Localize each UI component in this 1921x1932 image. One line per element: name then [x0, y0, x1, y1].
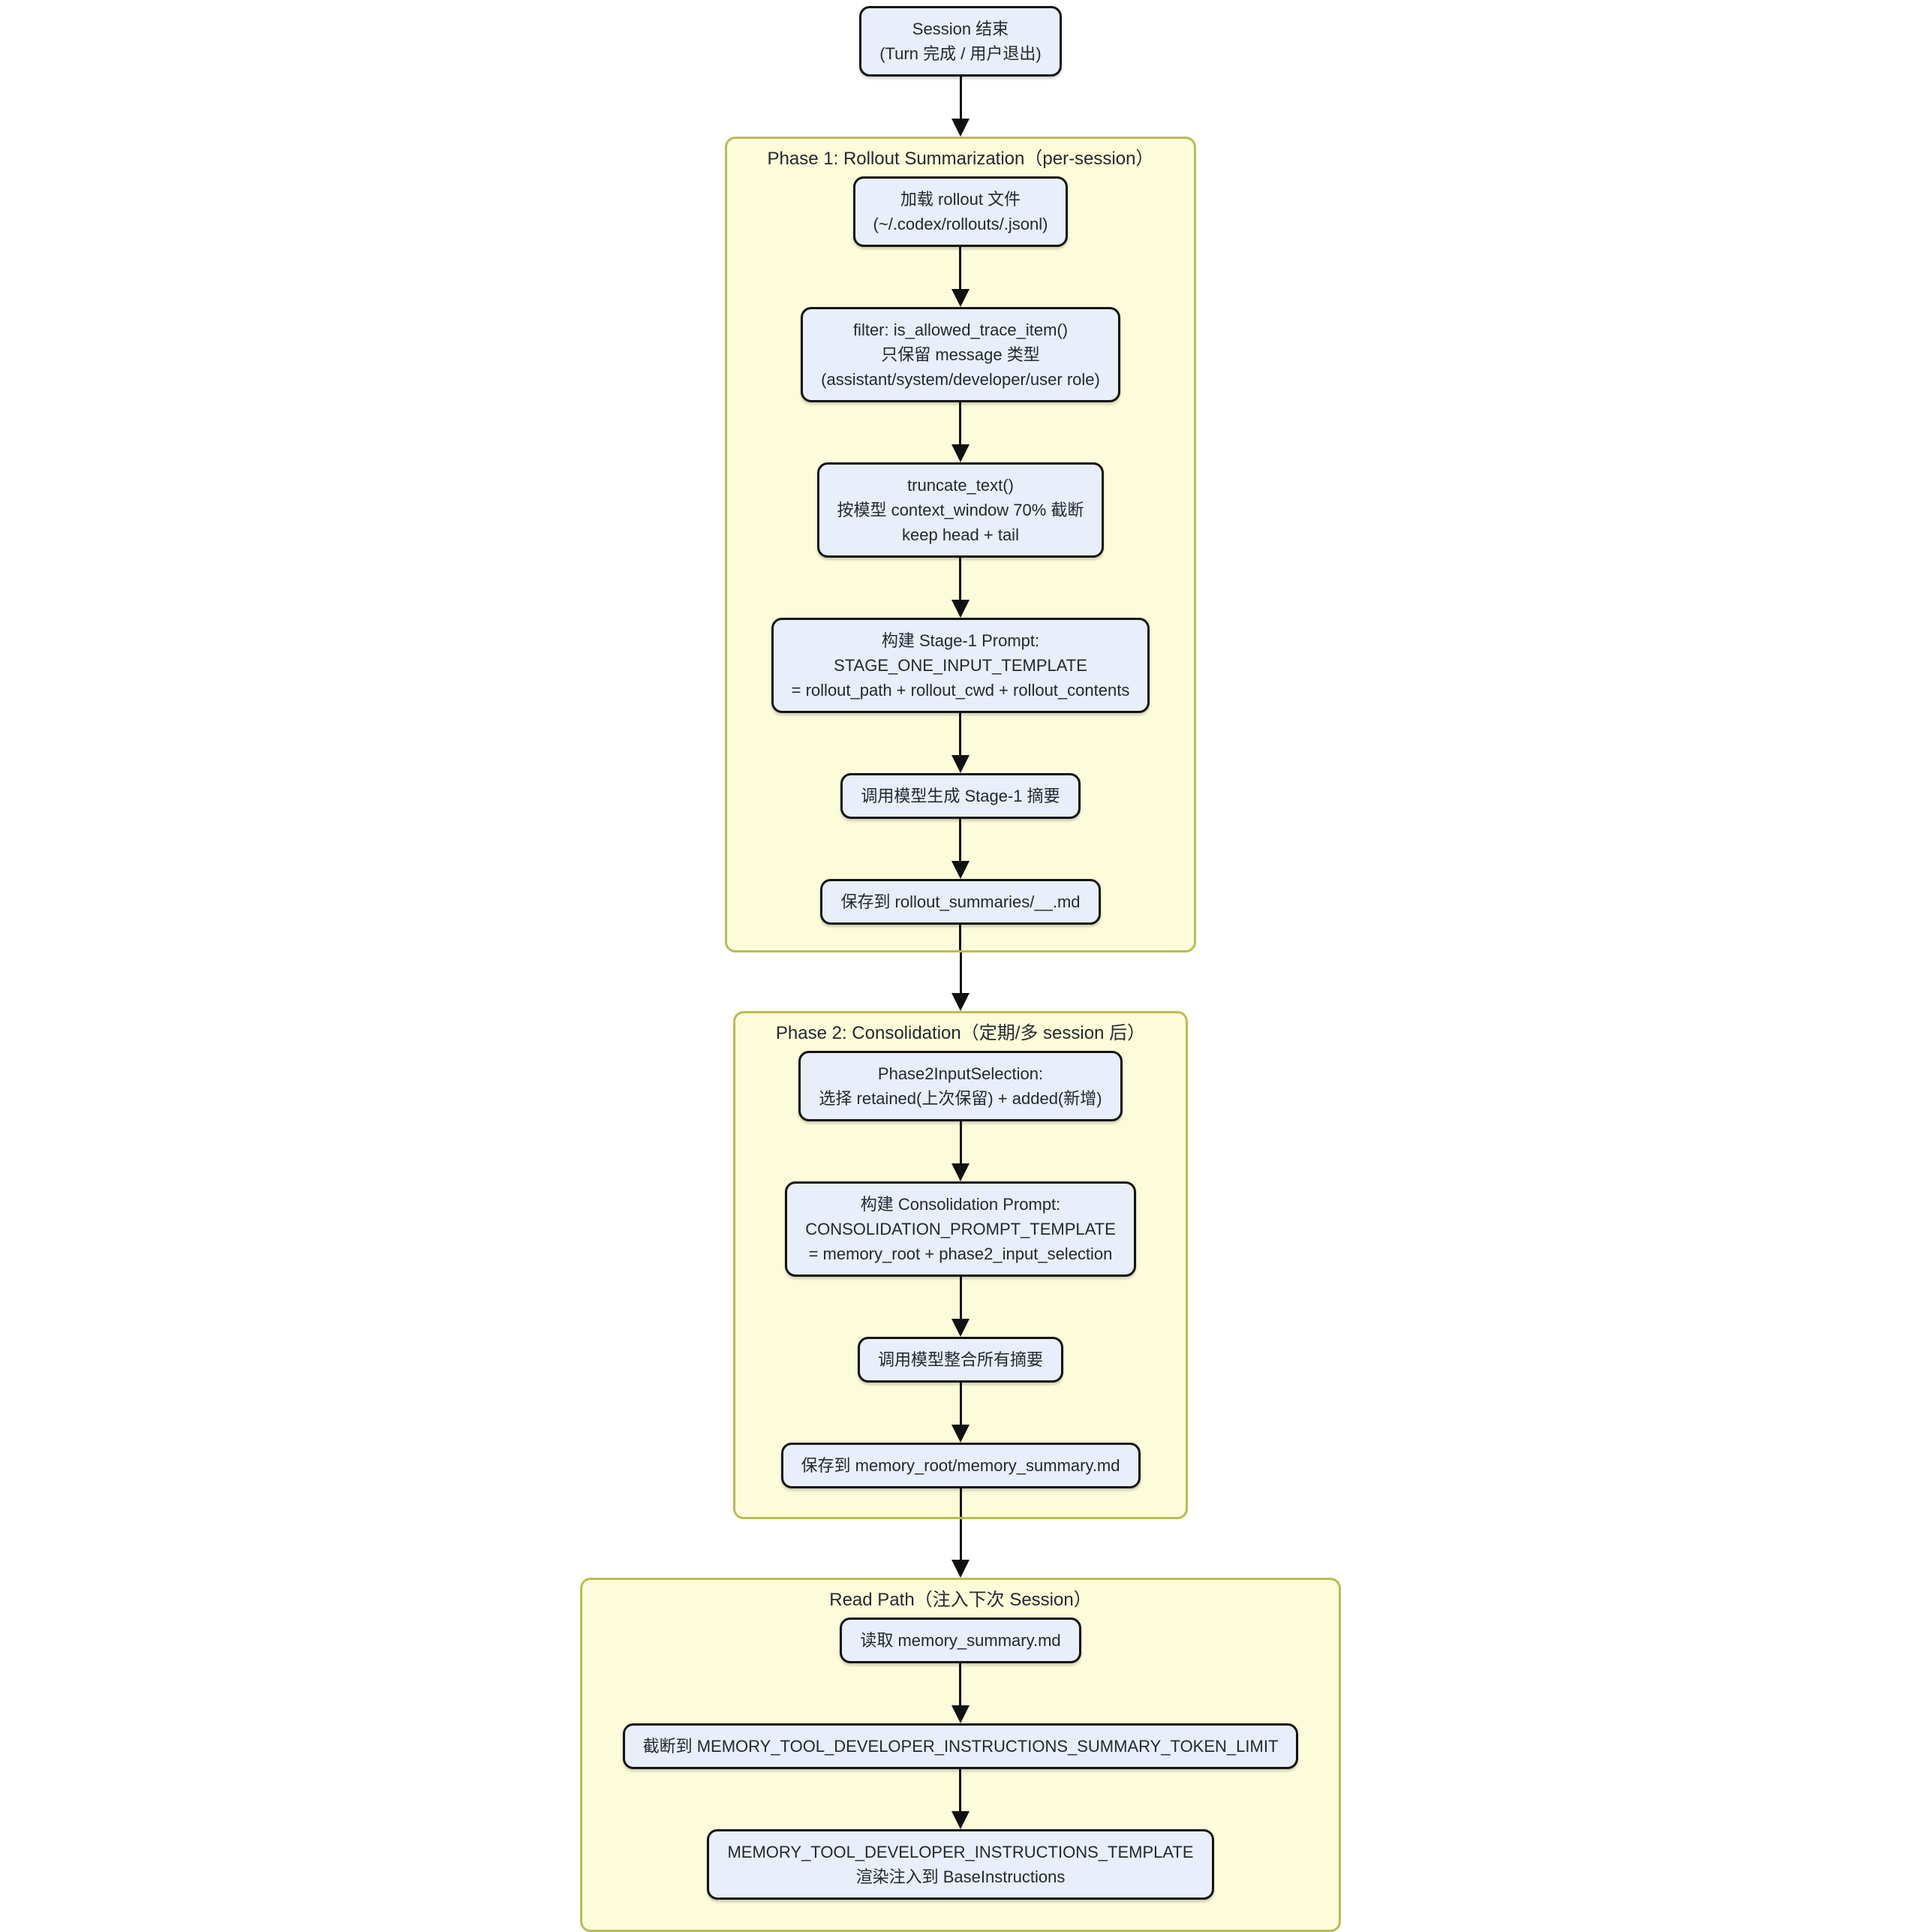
node-text-line: 构建 Consolidation Prompt:: [860, 1195, 1061, 1214]
arrowhead-icon: [951, 1560, 970, 1578]
node-text-line: 只保留 message 类型: [881, 345, 1040, 364]
arrowhead-icon: [951, 1811, 970, 1829]
node-text-line: 按模型 context_window 70% 截断: [837, 501, 1084, 519]
flow-arrow: [951, 952, 970, 1011]
flow-arrow: [951, 77, 970, 137]
arrowhead-icon: [951, 119, 970, 137]
node-session-end: Session 结束 (Turn 完成 / 用户退出): [859, 6, 1062, 77]
node-text-line: Session 结束: [912, 20, 1009, 38]
node-text-line: 加载 rollout 文件: [900, 190, 1021, 209]
node-text-line: 截断到 MEMORY_TOOL_DEVELOPER_INSTRUCTIONS_S…: [642, 1737, 1279, 1756]
node-read-memory-summary: 读取 memory_summary.md: [840, 1618, 1081, 1663]
flow-arrow: [951, 558, 970, 618]
arrowhead-icon: [951, 755, 970, 773]
node-text-line: CONSOLIDATION_PROMPT_TEMPLATE: [805, 1220, 1116, 1238]
node-truncate-text: truncate_text() 按模型 context_window 70% 截…: [816, 462, 1105, 558]
cluster-read-path: Read Path（注入下次 Session） 读取 memory_summar…: [579, 1578, 1342, 1932]
arrowhead-icon: [951, 289, 970, 307]
node-render-developer-instructions: MEMORY_TOOL_DEVELOPER_INSTRUCTIONS_TEMPL…: [707, 1829, 1214, 1900]
arrowhead-icon: [951, 861, 970, 879]
node-text-line: 构建 Stage-1 Prompt:: [881, 631, 1040, 650]
node-build-consolidation-prompt: 构建 Consolidation Prompt: CONSOLIDATION_P…: [785, 1181, 1136, 1277]
node-text-line: 选择 retained(上次保留) + added(新增): [819, 1089, 1102, 1108]
arrowhead-icon: [951, 1425, 970, 1443]
node-text-line: filter: is_allowed_trace_item(): [852, 320, 1069, 339]
flow-arrow: [951, 1277, 970, 1337]
flow-arrow: [951, 402, 970, 462]
arrowhead-icon: [951, 1705, 970, 1723]
node-text-line: 保存到 rollout_summaries/__.md: [840, 892, 1081, 911]
node-text-line: (assistant/system/developer/user role): [821, 370, 1100, 389]
node-text-line: = rollout_path + rollout_cwd + rollout_c…: [791, 681, 1130, 700]
flow-arrow: [951, 247, 970, 307]
node-text-line: (Turn 完成 / 用户退出): [879, 44, 1042, 63]
node-truncate-token-limit: 截断到 MEMORY_TOOL_DEVELOPER_INSTRUCTIONS_S…: [622, 1723, 1299, 1769]
node-save-memory-summary: 保存到 memory_root/memory_summary.md: [780, 1443, 1141, 1488]
cluster-phase1-title: Phase 1: Rollout Summarization（per-sessi…: [767, 149, 1154, 169]
node-text-line: (~/.codex/rollouts/.jsonl): [873, 215, 1048, 233]
node-phase2-input-selection: Phase2InputSelection: 选择 retained(上次保留) …: [798, 1051, 1123, 1121]
arrowhead-icon: [951, 1163, 970, 1181]
node-text-line: truncate_text(): [907, 476, 1014, 495]
arrowhead-icon: [951, 444, 970, 462]
node-text-line: Phase2InputSelection:: [877, 1064, 1044, 1083]
arrowhead-icon: [951, 600, 970, 618]
flow-arrow: [951, 1769, 970, 1829]
node-save-rollout-summary: 保存到 rollout_summaries/__.md: [820, 879, 1101, 925]
cluster-phase1: Phase 1: Rollout Summarization（per-sessi…: [724, 137, 1197, 952]
node-text-line: STAGE_ONE_INPUT_TEMPLATE: [834, 656, 1087, 675]
cluster-phase2: Phase 2: Consolidation（定期/多 session 后） P…: [732, 1011, 1189, 1519]
node-text-line: = memory_root + phase2_input_selection: [808, 1244, 1113, 1263]
arrowhead-icon: [951, 993, 970, 1011]
node-text-line: 调用模型生成 Stage-1 摘要: [861, 787, 1060, 805]
node-text-line: 保存到 memory_root/memory_summary.md: [801, 1456, 1120, 1475]
node-load-rollout-file: 加载 rollout 文件 (~/.codex/rollouts/.jsonl): [852, 176, 1069, 247]
flow-line: [959, 925, 962, 950]
flow-line: [959, 1488, 962, 1517]
node-text-line: 读取 memory_summary.md: [860, 1631, 1061, 1650]
cluster-phase2-title: Phase 2: Consolidation（定期/多 session 后）: [775, 1023, 1146, 1043]
flow-arrow: [951, 819, 970, 879]
node-text-line: MEMORY_TOOL_DEVELOPER_INSTRUCTIONS_TEMPL…: [727, 1843, 1194, 1861]
node-text-line: keep head + tail: [902, 525, 1019, 544]
flow-arrow: [951, 713, 970, 773]
cluster-read-path-title: Read Path（注入下次 Session）: [829, 1590, 1092, 1610]
flow-arrow: [951, 1121, 970, 1181]
flow-arrow: [951, 1519, 970, 1578]
node-call-model-stage1: 调用模型生成 Stage-1 摘要: [840, 773, 1081, 819]
arrowhead-icon: [951, 1319, 970, 1337]
node-text-line: 渲染注入到 BaseInstructions: [855, 1867, 1066, 1886]
node-build-stage1-prompt: 构建 Stage-1 Prompt: STAGE_ONE_INPUT_TEMPL…: [771, 618, 1150, 713]
flow-arrow: [951, 1383, 970, 1443]
node-text-line: 调用模型整合所有摘要: [877, 1350, 1043, 1369]
node-call-model-consolidate: 调用模型整合所有摘要: [857, 1337, 1063, 1383]
node-filter-trace-items: filter: is_allowed_trace_item() 只保留 mess…: [801, 307, 1120, 402]
flow-arrow: [951, 1663, 970, 1723]
